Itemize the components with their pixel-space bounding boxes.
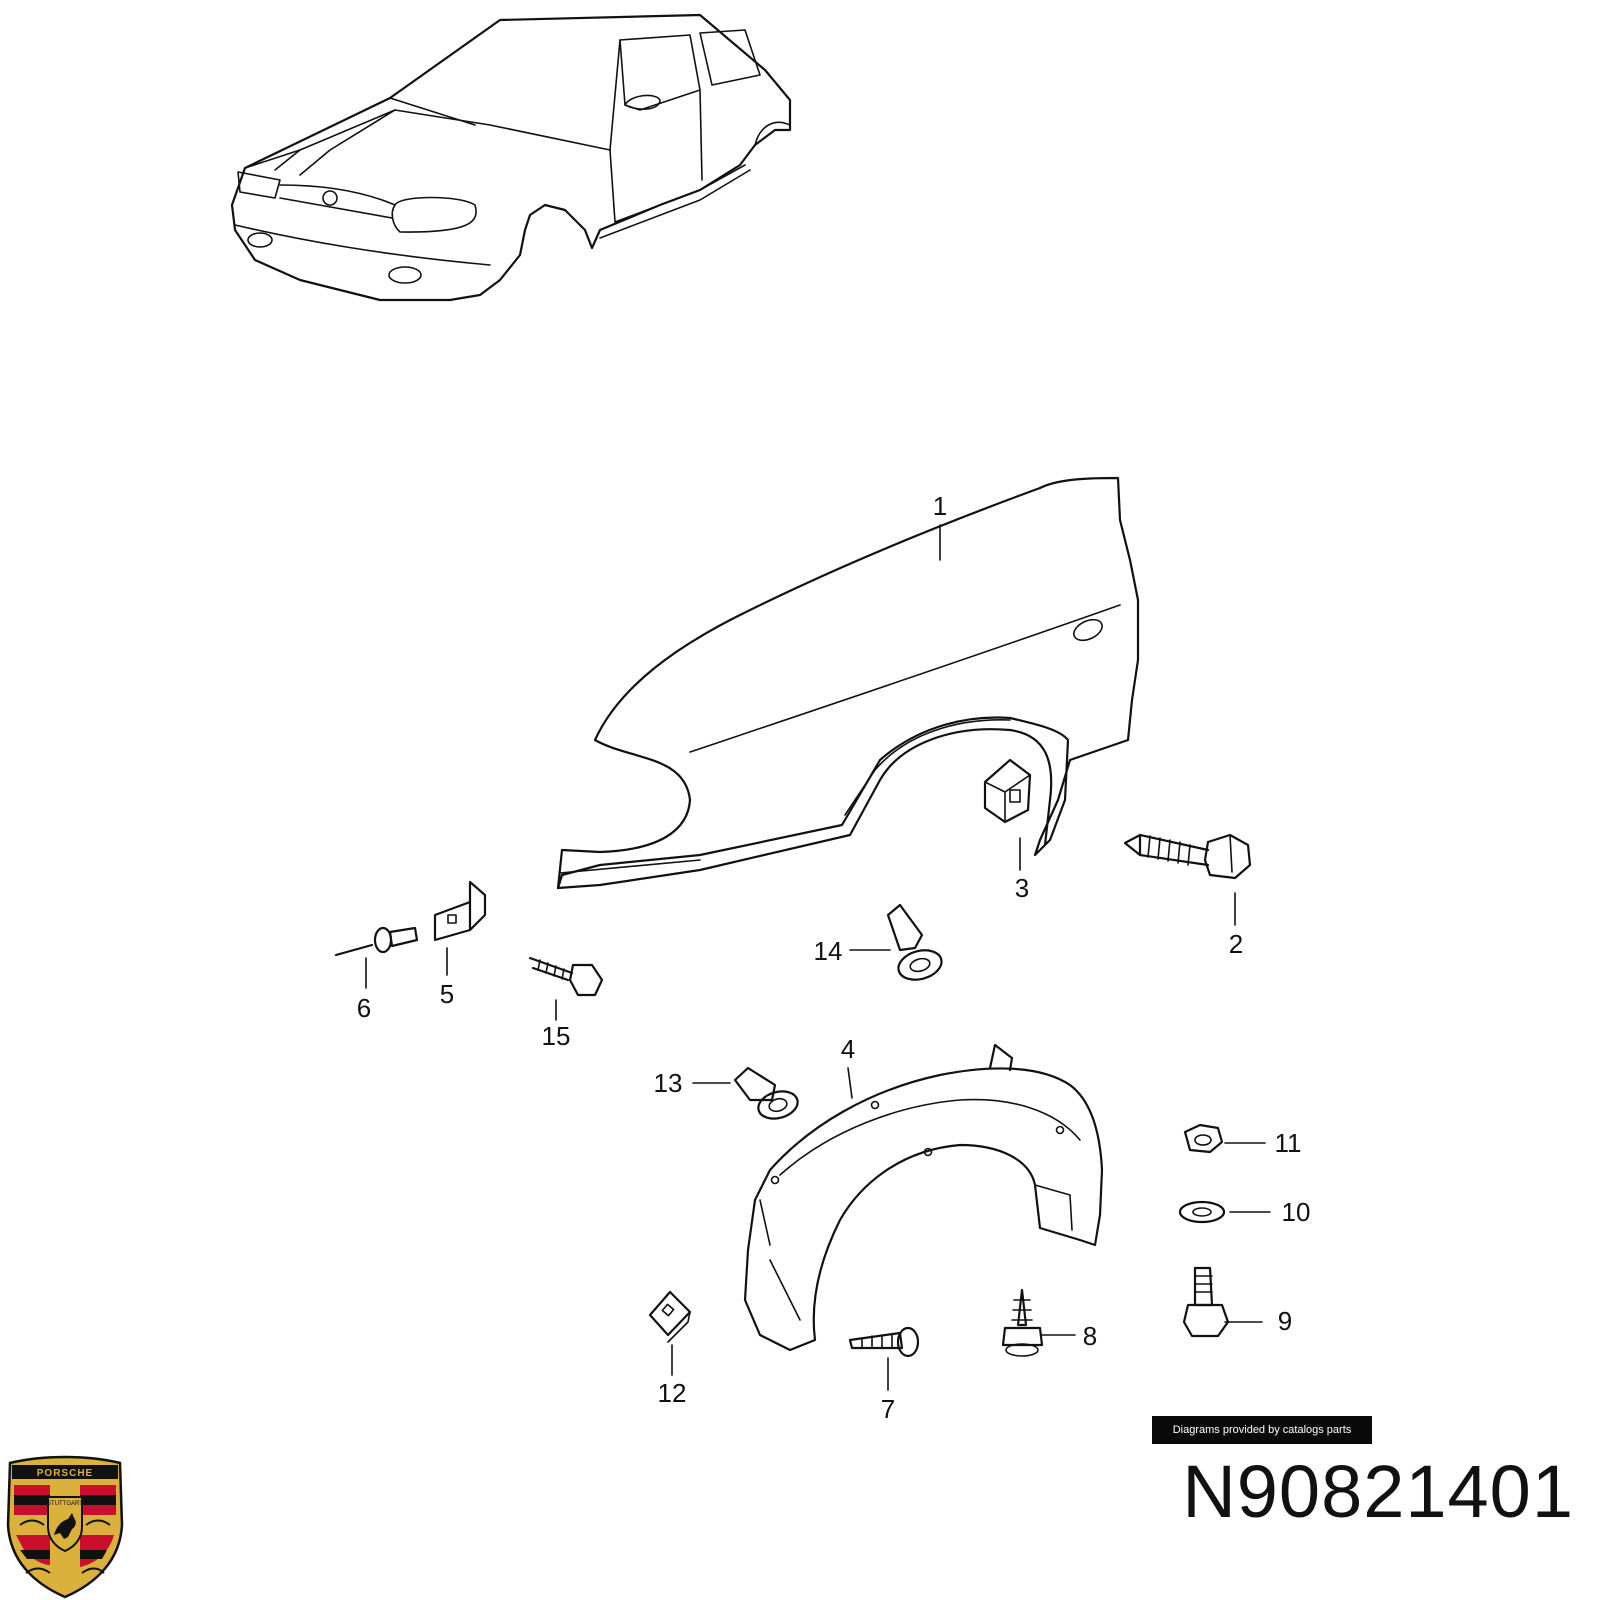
porsche-crest-logo: PORSCHE STUTTGART xyxy=(6,1455,124,1599)
part-number: N90821401 xyxy=(1182,1450,1574,1533)
washer-part-10 xyxy=(1178,1200,1226,1224)
clip-nut-part-12 xyxy=(648,1290,692,1343)
callout-8: 8 xyxy=(1083,1321,1097,1351)
svg-text:PORSCHE: PORSCHE xyxy=(37,1468,93,1479)
callout-2: 2 xyxy=(1229,929,1243,959)
callout-15: 15 xyxy=(542,1021,571,1051)
svg-text:STUTTGART: STUTTGART xyxy=(47,1501,83,1507)
expansion-nut-part-14 xyxy=(886,903,943,981)
wheel-arch-liner-part-4 xyxy=(743,1043,1104,1352)
expansion-nut-part-13 xyxy=(733,1066,799,1120)
callout-6: 6 xyxy=(357,993,371,1023)
callout-3: 3 xyxy=(1015,873,1029,903)
callout-1: 1 xyxy=(933,491,947,521)
bracket-part-5 xyxy=(433,880,487,942)
leader-lines xyxy=(365,524,1271,1391)
callout-12: 12 xyxy=(658,1378,687,1408)
callout-4: 4 xyxy=(841,1034,855,1064)
screw-part-15 xyxy=(528,956,604,997)
screw-part-7 xyxy=(848,1326,920,1358)
clip-part-3 xyxy=(983,758,1032,824)
callout-10: 10 xyxy=(1282,1197,1311,1227)
callout-5: 5 xyxy=(440,979,454,1009)
bolt-part-2 xyxy=(1123,833,1252,880)
callout-14: 14 xyxy=(814,936,843,966)
callout-9: 9 xyxy=(1278,1306,1292,1336)
fender-panel xyxy=(556,476,1140,890)
screw-part-8 xyxy=(1001,1288,1044,1357)
rivet-part-6 xyxy=(334,926,419,957)
diagram-credit-label: Diagrams provided by catalogs parts xyxy=(1152,1416,1372,1444)
bolt-part-9 xyxy=(1182,1266,1230,1338)
callout-13: 13 xyxy=(654,1068,683,1098)
car-overview-illustration xyxy=(230,13,792,302)
callout-11: 11 xyxy=(1275,1128,1302,1158)
callout-7: 7 xyxy=(881,1394,895,1424)
nut-part-11 xyxy=(1183,1123,1224,1154)
callout-numbers: 1 2 3 4 5 6 7 8 9 10 11 12 13 14 15 xyxy=(357,491,1311,1424)
